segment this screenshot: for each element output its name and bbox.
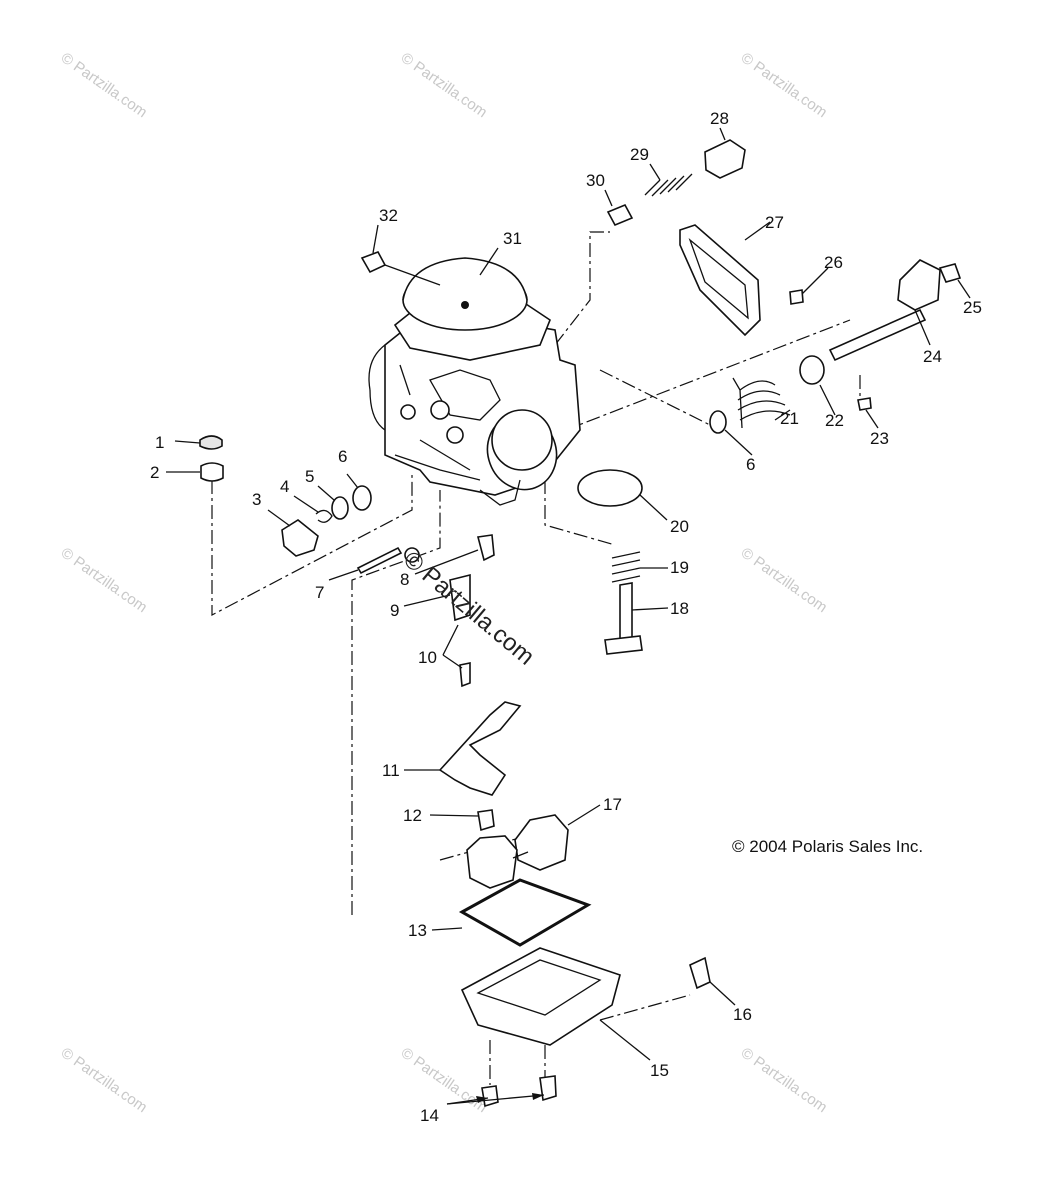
callout-4: 4 (280, 477, 289, 496)
leader-lines (166, 127, 971, 1105)
callout-19: 19 (670, 558, 689, 577)
callout-21: 21 (780, 409, 799, 428)
part-23-screw (857, 397, 872, 411)
callout-20: 20 (670, 517, 689, 536)
callout-22: 22 (825, 411, 844, 430)
callout-28: 28 (710, 109, 729, 128)
assembly-lines (211, 231, 861, 1085)
part-22-washer (799, 355, 825, 385)
watermark: © Partzilla.com (58, 49, 151, 121)
part-15-float-bowl (460, 947, 621, 1046)
part-17-float-left (466, 835, 518, 889)
part-26-screw (789, 289, 804, 305)
part-27-cover-gasket (679, 224, 761, 337)
callout-25: 25 (963, 298, 982, 317)
watermark: © Partzilla.com (398, 49, 491, 121)
callout-30: 30 (586, 171, 605, 190)
part-16-drain-screw (689, 956, 711, 990)
part-19-spring (611, 551, 641, 583)
part-20-diaphragm (577, 469, 643, 507)
callout-10: 10 (418, 648, 437, 667)
callout-13: 13 (408, 921, 427, 940)
part-7-pin (356, 546, 403, 575)
part-8-oring (404, 547, 420, 563)
callout-27: 27 (765, 213, 784, 232)
watermark: © Partzilla.com (58, 1044, 151, 1116)
callout-3: 3 (252, 490, 261, 509)
part-6-seal (352, 485, 372, 511)
part-32-screw (360, 251, 387, 274)
part-17-float-right (514, 814, 569, 871)
part-14-screw-left (481, 1085, 499, 1108)
callout-5: 5 (305, 467, 314, 486)
part-4-clip (315, 509, 333, 523)
callout-32: 32 (379, 206, 398, 225)
watermark: © Partzilla.com (738, 49, 831, 121)
part-10-needle-valve (449, 573, 471, 622)
copyright-text: © 2004 Polaris Sales Inc. (732, 837, 923, 856)
callout-14: 14 (420, 1106, 439, 1125)
part-24-throttle-shaft (828, 308, 927, 362)
callout-15: 15 (650, 1061, 669, 1080)
callout-2: 2 (150, 463, 159, 482)
part-3-cap (281, 519, 319, 557)
part-17-float-arm (512, 851, 529, 859)
part-12-screw (477, 809, 495, 832)
callout-23: 23 (870, 429, 889, 448)
callout-7: 7 (315, 583, 324, 602)
part-21-spring (737, 380, 791, 421)
callout-labels: 1 2 3 4 5 6 7 8 9 10 11 12 13 14 15 16 1… (150, 109, 982, 1125)
callout-9: 9 (390, 601, 399, 620)
carburetor-body (368, 257, 581, 506)
callout-24: 24 (923, 347, 942, 366)
part-14-screw-right (539, 1075, 557, 1102)
callout-8: 8 (400, 570, 409, 589)
watermark: © Partzilla.com (738, 544, 831, 616)
part-2-bushing (200, 462, 224, 482)
callout-6: 6 (338, 447, 347, 466)
watermark: © Partzilla.com (398, 1044, 491, 1116)
callout-12: 12 (403, 806, 422, 825)
watermark: © Partzilla.com (738, 1044, 831, 1116)
part-6-seal-right (709, 410, 727, 434)
callout-1: 1 (155, 433, 164, 452)
part-28-cap (704, 139, 746, 179)
callout-18: 18 (670, 599, 689, 618)
callout-11: 11 (382, 761, 400, 780)
part-5-washer (331, 496, 349, 520)
callout-26: 26 (824, 253, 843, 272)
part-11-bracket (438, 701, 522, 796)
callout-31: 31 (503, 229, 522, 248)
watermark: © Partzilla.com (58, 544, 151, 616)
part-13-gasket (458, 878, 592, 947)
part-10-needle-tip (459, 662, 471, 688)
part-29-spring (644, 173, 693, 197)
part-9-jet (476, 534, 495, 562)
part-1-nut (199, 435, 223, 450)
part-18-pilot-screw (619, 582, 633, 641)
callout-16: 16 (733, 1005, 752, 1024)
callout-6b: 6 (746, 455, 755, 474)
part-30-needle (606, 203, 634, 227)
callout-17: 17 (603, 795, 622, 814)
part-25-nut (938, 263, 962, 283)
callout-29: 29 (630, 145, 649, 164)
